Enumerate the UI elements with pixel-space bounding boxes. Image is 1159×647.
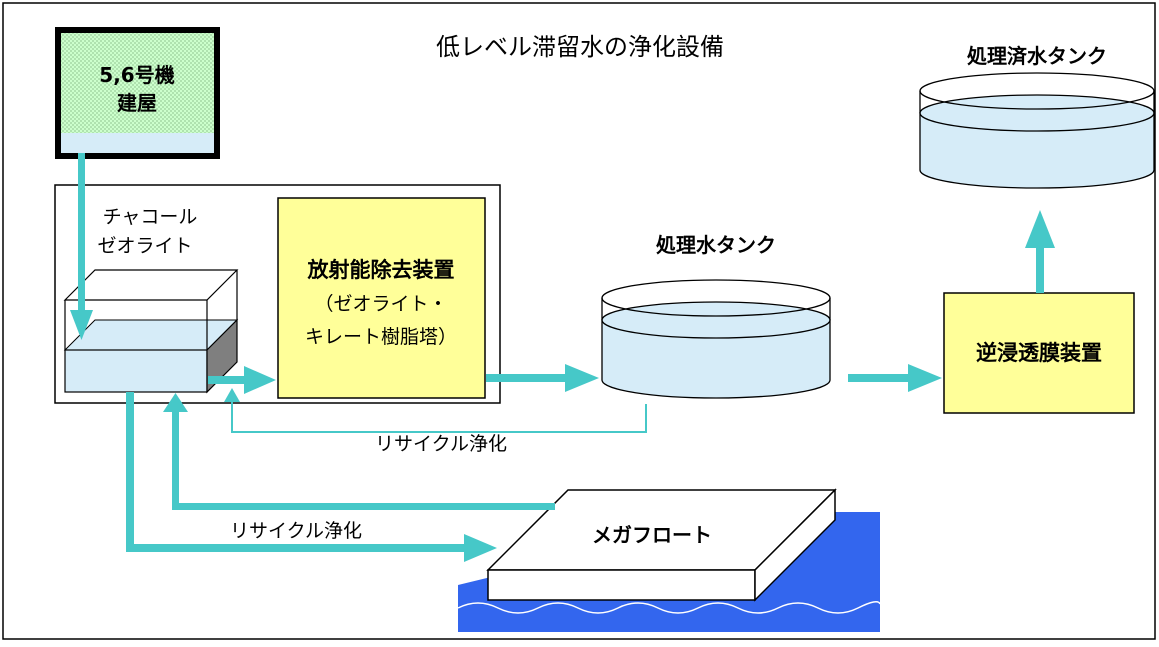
- building-block: 5,6号機 建屋: [55, 27, 220, 159]
- arrow-building-down: [78, 153, 85, 313]
- flow-arrows: [70, 153, 1055, 562]
- arrowhead-building-down: [70, 310, 93, 340]
- final-tank-label: 処理済水タンク: [967, 44, 1107, 68]
- treated-tank-label: 処理水タンク: [656, 233, 776, 257]
- arrowhead-to-final-tank: [1025, 210, 1055, 248]
- treated-water-tank: [601, 279, 831, 399]
- arrow-to-removal: [208, 376, 248, 384]
- megafloat: メガフロート: [457, 488, 881, 632]
- charcoal-tank: [63, 269, 239, 394]
- building-label-line1: 5,6号機: [99, 63, 174, 87]
- building-body: [61, 33, 214, 133]
- final-water-tank: [919, 72, 1155, 189]
- removal-label-line3: キレート樹脂塔）: [305, 326, 457, 348]
- building-label-line2: 建屋: [117, 91, 157, 115]
- building-water: [61, 133, 214, 153]
- arrow-to-ro: [848, 374, 910, 382]
- arrow-to-treated-tank: [486, 374, 568, 382]
- facility-box: [54, 184, 501, 404]
- arrow-from-megafloat-horizontal: [172, 503, 555, 510]
- megafloat-label: メガフロート: [592, 523, 712, 547]
- arrowhead-to-megafloat: [464, 534, 497, 562]
- arrowhead-to-removal: [244, 366, 276, 394]
- arrowhead-to-ro: [908, 364, 942, 392]
- diagram-title: 低レベル滞留水の浄化設備: [436, 33, 724, 61]
- radioactive-removal-device: [277, 197, 486, 399]
- removal-label-line2: （ゼオライト・: [314, 293, 447, 315]
- arrow-from-megafloat-vertical: [172, 410, 179, 510]
- arrowhead-to-treated-tank: [565, 364, 599, 392]
- arrowhead-from-megafloat: [163, 393, 188, 412]
- arrow-to-final-tank: [1036, 245, 1044, 293]
- recycle-label-upper: リサイクル浄化: [375, 433, 507, 455]
- arrow-to-megafloat-vertical: [126, 392, 134, 552]
- charcoal-label-line1: チャコール: [103, 206, 198, 228]
- recycle-line-upper: [224, 388, 647, 433]
- removal-label-line1: 放射能除去装置: [307, 258, 455, 282]
- charcoal-label-line2: ゼオライト: [97, 235, 192, 257]
- recycle-label-lower: リサイクル浄化: [230, 520, 362, 542]
- ro-device-label: 逆浸透膜装置: [976, 341, 1102, 365]
- arrow-to-megafloat-horizontal: [126, 544, 466, 552]
